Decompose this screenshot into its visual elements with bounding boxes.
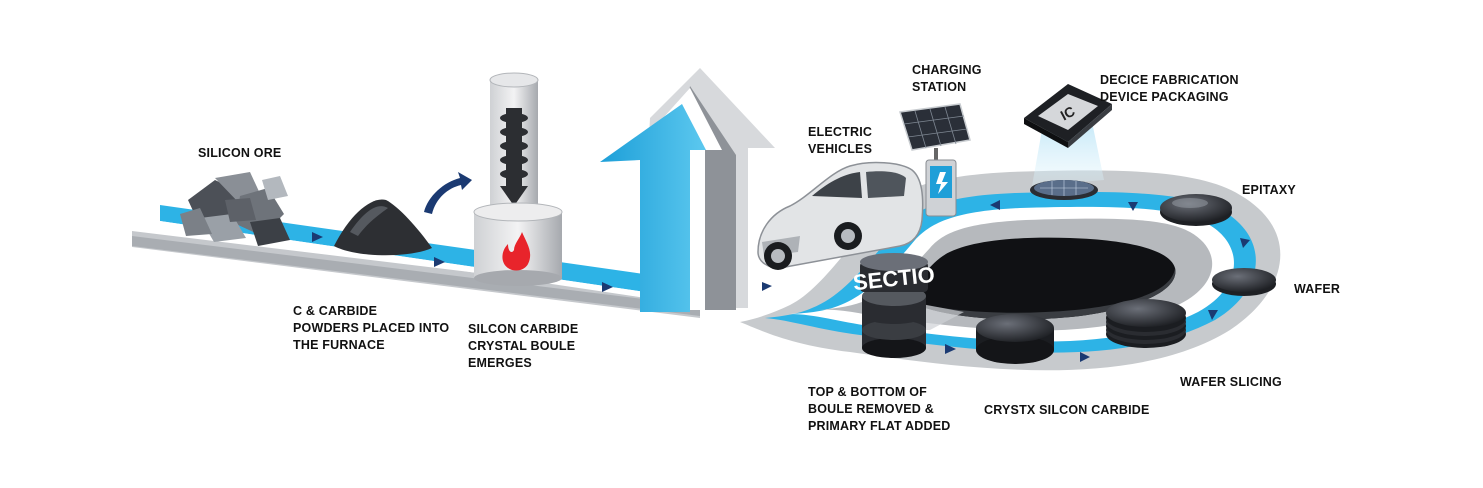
flow-arrow-3 xyxy=(602,282,613,292)
label-slicing: WAFER SLICING xyxy=(1180,375,1282,389)
flow-arrow-9 xyxy=(1080,352,1090,362)
flow-arrow-7 xyxy=(1240,238,1250,248)
flow-arrows xyxy=(312,200,1250,362)
car-icon xyxy=(757,161,924,270)
wafer-stack-icon xyxy=(1106,299,1186,348)
label-powders: C & CARBIDE POWDERS PLACED INTO THE FURN… xyxy=(293,304,450,352)
label-boule: SILCON CARBIDE CRYSTAL BOULE EMERGES xyxy=(468,322,579,370)
label-fab: DECICE FABRICATION DEVICE PACKAGING xyxy=(1100,73,1239,104)
label-crystx: CRYSTX SILCON CARBIDE xyxy=(984,403,1150,417)
label-epitaxy: EPITAXY xyxy=(1242,183,1296,197)
boule-screw xyxy=(500,108,528,206)
label-top-bottom: TOP & BOTTOM OF BOULE REMOVED & PRIMARY … xyxy=(808,385,951,433)
chip-icon: IC xyxy=(1024,84,1112,148)
powder-pile-icon xyxy=(334,199,432,256)
flow-arrow-1 xyxy=(312,232,323,242)
label-wafer: WAFER xyxy=(1294,282,1341,296)
flow-arrow-8 xyxy=(1208,310,1218,320)
wafer-disk-icon xyxy=(1212,268,1276,296)
flame-icon xyxy=(502,232,531,271)
epitaxy-disk-icon xyxy=(1160,194,1232,226)
charger-icon xyxy=(925,159,957,217)
label-charging: CHARGING STATION xyxy=(912,63,982,94)
up-arrow xyxy=(600,68,775,312)
boule-stack-icon: SECTIO xyxy=(852,253,964,358)
chip-label: IC xyxy=(1058,103,1078,124)
flow-arrow-4 xyxy=(762,282,772,291)
label-silicon-ore: SILICON ORE xyxy=(198,146,282,160)
label-ev: ELECTRIC VEHICLES xyxy=(808,125,873,156)
wafer-icon xyxy=(1030,180,1098,200)
flow-arrow-10 xyxy=(945,344,956,354)
ore-rocks-icon xyxy=(180,172,290,246)
left-track xyxy=(132,205,700,318)
curved-arrow-icon xyxy=(424,172,472,214)
crystal-disk-icon xyxy=(976,314,1054,364)
flow-arrow-5 xyxy=(990,200,1000,210)
flow-arrow-2 xyxy=(434,257,445,267)
flow-arrow-6 xyxy=(1128,202,1138,211)
solar-panel-icon xyxy=(899,103,971,162)
